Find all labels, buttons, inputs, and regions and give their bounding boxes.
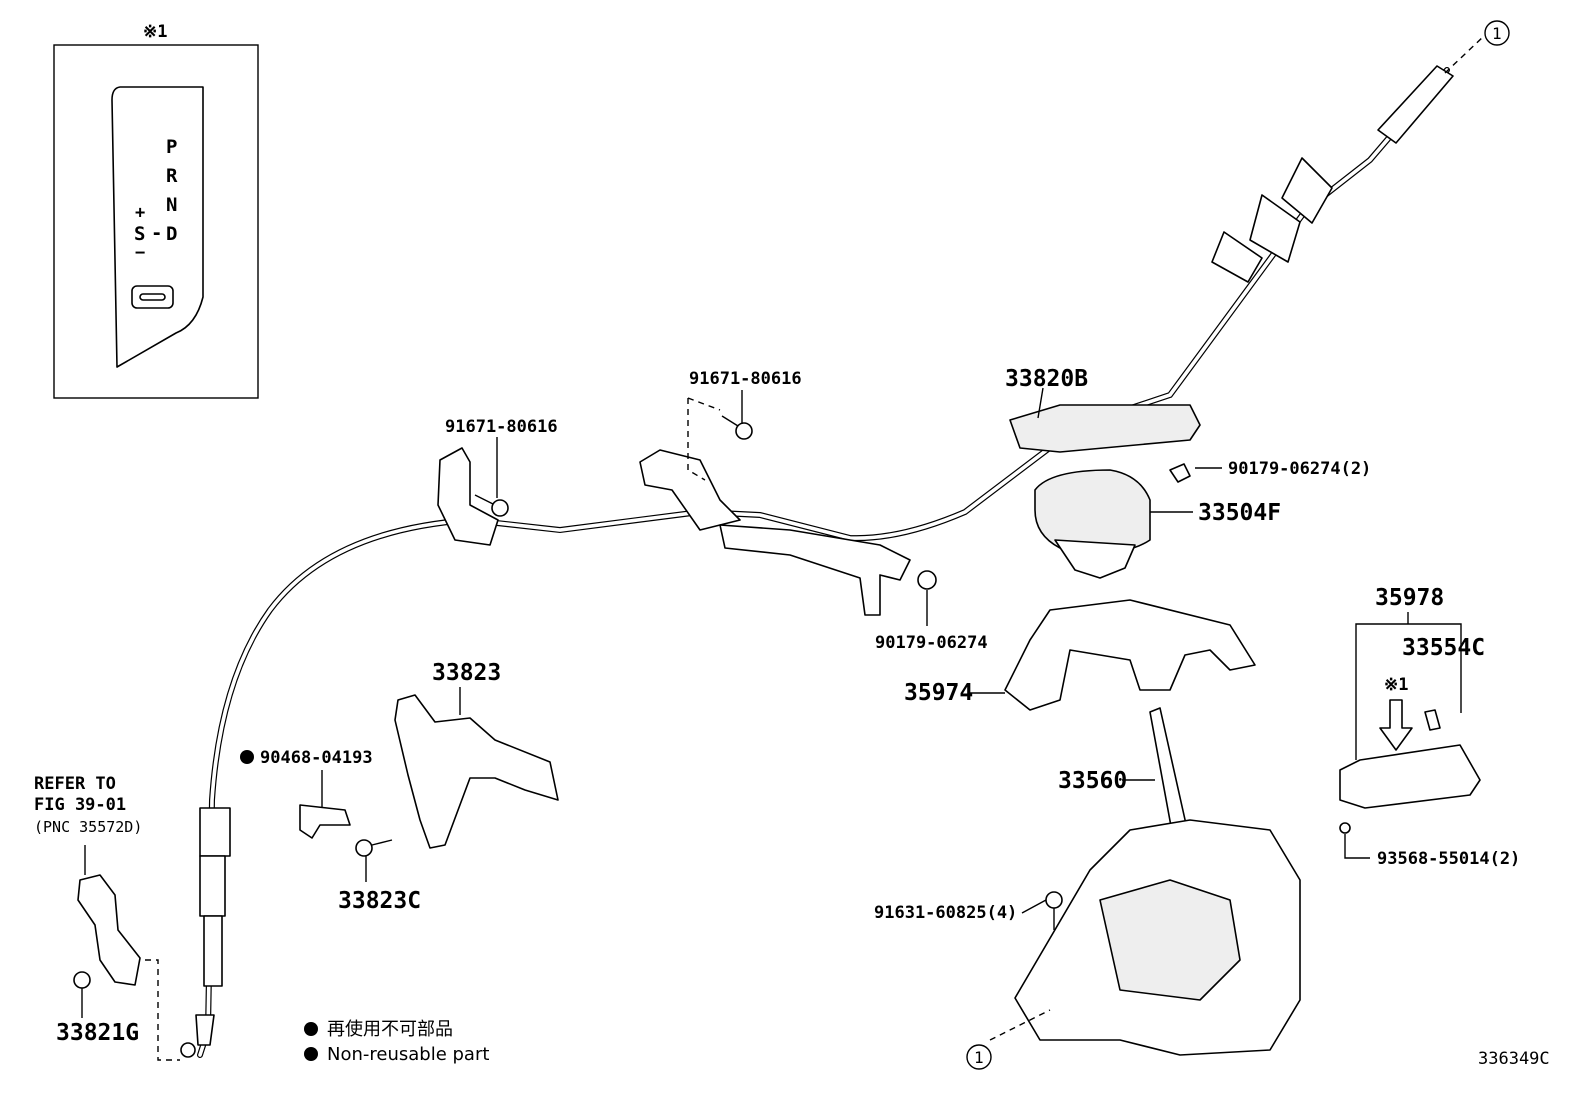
bolt-33823C xyxy=(355,839,393,857)
label-93568: 93568-55014(2) xyxy=(1377,849,1520,869)
legend-jp: 再使用不可部品 xyxy=(327,1019,453,1040)
legend: 再使用不可部品 Non-reusable part xyxy=(304,1019,489,1065)
gear-plus: + xyxy=(135,203,145,223)
nut-33821G xyxy=(73,971,91,989)
cable-assembly xyxy=(180,65,1454,1058)
circle-marker-bottom: 1 xyxy=(966,1044,992,1070)
circle-marker-bottom-label: 1 xyxy=(974,1048,984,1067)
cable-lower-sleeve xyxy=(199,855,226,917)
refer-line-3: (PNC 35572D) xyxy=(34,818,142,836)
inset-panel: ※1 P R N D + S - − xyxy=(53,22,259,399)
label-33823: 33823 xyxy=(432,660,501,686)
inset-marker: ※1 xyxy=(143,22,167,42)
cable-bracket-mid xyxy=(639,449,741,531)
legend-dot-jp xyxy=(304,1022,318,1036)
inset-frame xyxy=(53,44,259,399)
gear-dash: - xyxy=(151,222,162,244)
shift-lever-33560 xyxy=(1014,707,1301,1056)
cable-bracket-left xyxy=(437,447,499,546)
arrow-indicator xyxy=(1379,699,1413,751)
cable-lower-rod xyxy=(203,915,223,987)
nut-90179-2 xyxy=(1169,463,1191,483)
label-90179: 90179-06274 xyxy=(875,633,988,653)
nonreusable-dot-90468 xyxy=(240,750,254,764)
label-91671-b: 91671-80616 xyxy=(689,369,802,389)
label-inset-marker-35978: ※1 xyxy=(1384,675,1408,695)
shift-housing-35974 xyxy=(1004,599,1256,711)
label-33820B: 33820B xyxy=(1005,366,1088,392)
label-33554C: 33554C xyxy=(1402,635,1485,661)
label-90468-group: 90468-04193 xyxy=(240,748,373,768)
cable-fitting-sleeve xyxy=(1249,194,1301,263)
label-90468: 90468-04193 xyxy=(260,748,373,768)
screw-93568 xyxy=(1339,822,1351,834)
cable-retainer-plate xyxy=(1009,404,1201,453)
control-module-35978 xyxy=(1339,699,1481,834)
bolt-91631 xyxy=(1045,891,1063,930)
label-35974: 35974 xyxy=(904,680,973,706)
cable-lower-fitting xyxy=(199,807,231,857)
label-91631: 91631-60825(4) xyxy=(874,903,1017,923)
nut-90179 xyxy=(917,570,937,590)
figure-code: 336349C xyxy=(1478,1049,1550,1069)
gear-minus: − xyxy=(135,243,145,263)
shift-knob-33504F xyxy=(1034,469,1151,579)
label-91671-a: 91671-80616 xyxy=(445,417,558,437)
label-33823C: 33823C xyxy=(338,888,421,914)
gear-n: N xyxy=(166,194,177,216)
label-33504F: 33504F xyxy=(1198,500,1281,526)
gear-d: D xyxy=(166,223,177,245)
cable-fitting-nut xyxy=(1281,157,1333,224)
indicator-button-inner xyxy=(139,293,166,301)
cable-bracket-right xyxy=(719,524,911,616)
leader-lines xyxy=(81,387,1462,1018)
label-33560: 33560 xyxy=(1058,768,1127,794)
gear-s: S xyxy=(134,223,145,245)
cable-fitting-boot xyxy=(1211,231,1263,283)
gear-p: P xyxy=(166,136,177,158)
gear-r: R xyxy=(166,165,178,187)
bolt-91671-b xyxy=(721,415,753,440)
cable-end-eye xyxy=(180,1042,196,1058)
bracket-33823 xyxy=(394,694,559,849)
dashed-lines xyxy=(145,34,1486,1061)
label-90179-2: 90179-06274(2) xyxy=(1228,459,1371,479)
refer-line-1: REFER TO xyxy=(34,774,116,794)
cable-lower-boot xyxy=(195,1014,215,1046)
legend-dot-en xyxy=(304,1047,318,1061)
shift-link-part xyxy=(77,874,141,986)
circle-marker-top: 1 xyxy=(1484,20,1510,46)
legend-en: Non-reusable part xyxy=(327,1044,489,1065)
cable-end-rod xyxy=(1377,65,1454,144)
bolt-91671-a xyxy=(474,494,509,517)
label-33821G: 33821G xyxy=(56,1020,139,1046)
refer-line-2: FIG 39-01 xyxy=(34,795,126,815)
label-35978: 35978 xyxy=(1375,585,1444,611)
clip-90468 xyxy=(299,804,351,839)
clip-33554C xyxy=(1424,709,1441,731)
circle-marker-top-label: 1 xyxy=(1492,24,1502,43)
